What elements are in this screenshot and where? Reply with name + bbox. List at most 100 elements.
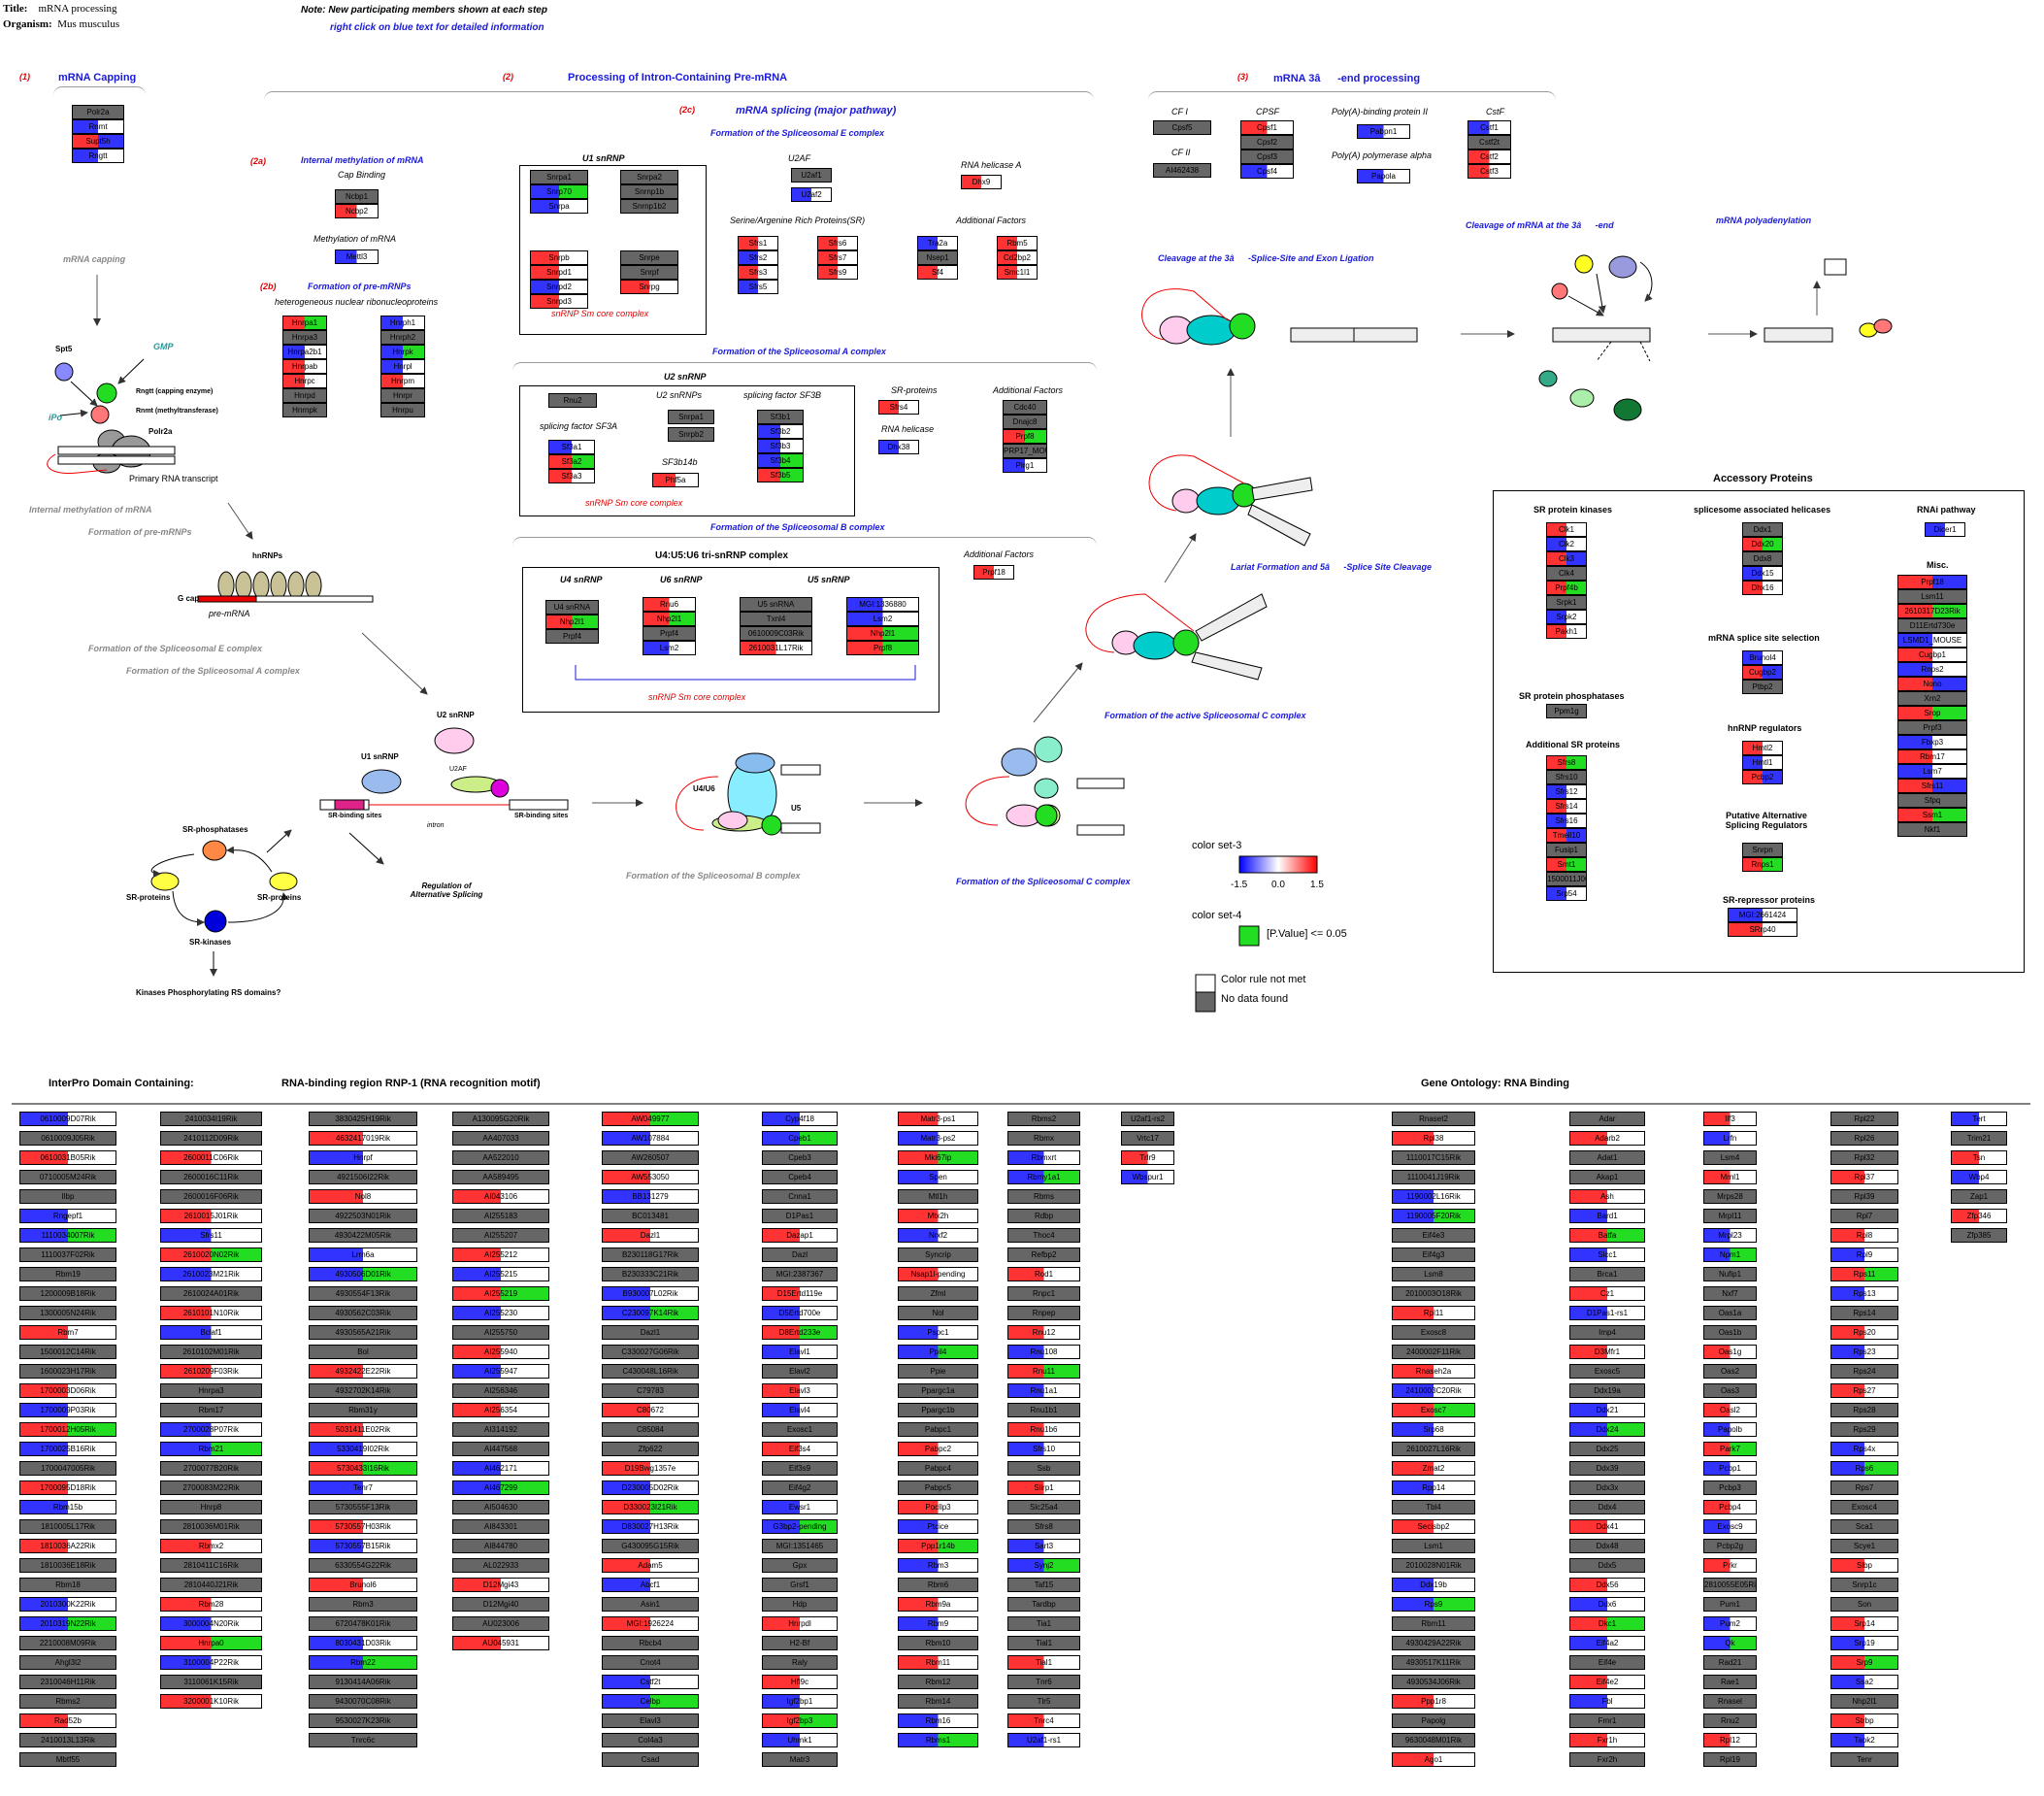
gene-box[interactable]: Rps27 [1830,1383,1898,1398]
gene-box[interactable]: Rps20 [1830,1325,1898,1340]
gene-box[interactable]: D5Ertd700e [762,1306,838,1320]
gene-box[interactable]: Sfrs1 [738,236,778,250]
gene-box[interactable]: Papola [1357,169,1410,183]
gene-box[interactable]: Rnps1 [1742,857,1783,872]
gene-box[interactable]: AI256354 [452,1403,549,1417]
gene-box[interactable]: Bclaf1 [160,1325,262,1340]
gene-box[interactable]: Rbms1 [898,1733,978,1747]
gene-box[interactable]: Lsm2 [643,641,696,655]
gene-box[interactable]: Pcbp1 [1703,1461,1757,1476]
gene-box[interactable]: Sfrs16 [1546,814,1587,828]
gene-box[interactable]: U2af1 [791,168,832,183]
gene-box[interactable]: Cpeb4 [762,1170,838,1184]
gene-box[interactable]: C85084 [602,1422,699,1437]
gene-box[interactable]: Pabpn1 [1357,124,1410,139]
gene-box[interactable]: Tenr7 [309,1480,417,1495]
gene-box[interactable]: Nhp2l1 [846,626,919,641]
gene-box[interactable]: Rpl32 [1830,1150,1898,1165]
gene-box[interactable]: Eif4g2 [762,1480,838,1495]
gene-box[interactable]: AI255215 [452,1267,549,1281]
gene-box[interactable]: 1810036A22Rik [19,1539,116,1553]
gene-box[interactable]: Clk3 [1546,551,1587,566]
gene-box[interactable]: Rbm16 [898,1713,978,1728]
gene-box[interactable]: Pabpc4 [898,1461,978,1476]
gene-box[interactable]: Hnrph2 [380,330,425,345]
gene-box[interactable]: Trlr9 [1121,1150,1174,1165]
gene-box[interactable]: 2810036M01Rik [160,1519,262,1534]
gene-box[interactable]: Cugbp1 [1897,648,1967,662]
gene-box[interactable]: Rnasel [1703,1694,1757,1709]
gene-box[interactable]: D12Mgi43 [452,1578,549,1592]
gene-box[interactable]: Col4a3 [602,1733,699,1747]
gene-box[interactable]: Rpl38 [1392,1131,1475,1146]
gene-box[interactable]: SRrp40 [1728,922,1797,937]
gene-box[interactable]: Polr2a [72,105,124,119]
gene-box[interactable]: Rdbp [1007,1209,1080,1223]
gene-box[interactable]: Fmr1 [1569,1713,1645,1728]
gene-box[interactable]: Prpf18 [1897,575,1967,589]
gene-box[interactable]: Batfa [1569,1228,1645,1243]
gene-box[interactable]: Rod1 [1007,1267,1080,1281]
gene-box[interactable]: 1190005F20Rik [1392,1209,1475,1223]
gene-box[interactable]: Elavl3 [602,1713,699,1728]
gene-box[interactable]: Rps6 [1830,1461,1898,1476]
gene-box[interactable]: Cz1 [1569,1286,1645,1301]
gene-box[interactable]: AI462438 [1153,163,1211,178]
gene-box[interactable]: D1Pas1-rs1 [1569,1306,1645,1320]
gene-box[interactable]: 2410003C20Rik [1392,1383,1475,1398]
gene-box[interactable]: 3000004N20Rik [160,1616,262,1631]
gene-box[interactable]: Eif3s9 [762,1461,838,1476]
gene-box[interactable]: Rbm31y [309,1403,417,1417]
gene-box[interactable]: Rps23 [1830,1345,1898,1359]
gene-box[interactable]: Rbm3 [898,1558,978,1573]
gene-box[interactable]: AI447568 [452,1442,549,1456]
gene-box[interactable]: Rpl12 [1703,1733,1757,1747]
gene-box[interactable]: Park7 [1703,1442,1757,1456]
gene-box[interactable]: Hfl9c [762,1675,838,1689]
gene-box[interactable]: Phf5a [652,473,699,487]
gene-box[interactable]: Matr3-ps2 [898,1131,978,1146]
gene-box[interactable]: Eif3s4 [762,1442,838,1456]
gene-box[interactable]: D15Ertd119e [762,1286,838,1301]
gene-box[interactable]: Pum2 [1703,1616,1757,1631]
gene-box[interactable]: Sf3b2 [757,424,804,439]
gene-box[interactable]: Sfrs10 [1007,1442,1080,1456]
gene-box[interactable]: Hnrpu [380,403,425,417]
gene-box[interactable]: Rnu108 [1007,1345,1080,1359]
gene-box[interactable]: Dkc1 [1569,1616,1645,1631]
gene-box[interactable]: Rbm18 [19,1578,116,1592]
gene-box[interactable]: PRP17_MOUSE [1003,444,1047,458]
gene-box[interactable]: Ssa2 [1830,1675,1898,1689]
gene-box[interactable]: Rps24 [1830,1364,1898,1379]
gene-box[interactable]: Ddx8 [1742,551,1783,566]
gene-box[interactable]: 2810411C16Rik [160,1558,262,1573]
gene-box[interactable]: Dazl1 [602,1325,699,1340]
gene-box[interactable]: Pcbp3 [1703,1480,1757,1495]
gene-box[interactable]: 1500012C14Rik [19,1345,116,1359]
gene-box[interactable]: Cpsf2 [1240,135,1294,150]
gene-box[interactable]: 2700083M22Rik [160,1480,262,1495]
gene-box[interactable]: 2610101N10Rik [160,1306,262,1320]
gene-box[interactable]: Oas1b [1703,1325,1757,1340]
gene-box[interactable]: Sfrs9 [817,265,858,280]
gene-box[interactable]: Clk1 [1546,522,1587,537]
gene-box[interactable]: MGI:2387367 [762,1267,838,1281]
gene-box[interactable]: Rbm19 [19,1267,116,1281]
gene-box[interactable]: 4932702K14Rik [309,1383,417,1398]
gene-box[interactable]: BC013481 [602,1209,699,1223]
gene-box[interactable]: Snrpd3 [530,294,588,309]
gene-box[interactable]: Hnrpr [380,388,425,403]
gene-box[interactable]: AU023006 [452,1616,549,1631]
gene-box[interactable]: 2600016C11Rik [160,1170,262,1184]
gene-box[interactable]: Ddx21 [1569,1403,1645,1417]
gene-box[interactable]: Snrpb [530,250,588,265]
gene-box[interactable]: Rad52b [19,1713,116,1728]
gene-box[interactable]: C79783 [602,1383,699,1398]
gene-box[interactable]: Npm1 [1703,1247,1757,1262]
gene-box[interactable]: Plrg1 [1003,458,1047,473]
gene-box[interactable]: Matr3 [762,1752,838,1767]
gene-box[interactable]: Srpk1 [1546,595,1587,610]
gene-box[interactable]: Ddx20 [1742,537,1783,551]
gene-box[interactable]: Rbm12 [898,1675,978,1689]
gene-box[interactable]: Pocllp3 [898,1500,978,1514]
